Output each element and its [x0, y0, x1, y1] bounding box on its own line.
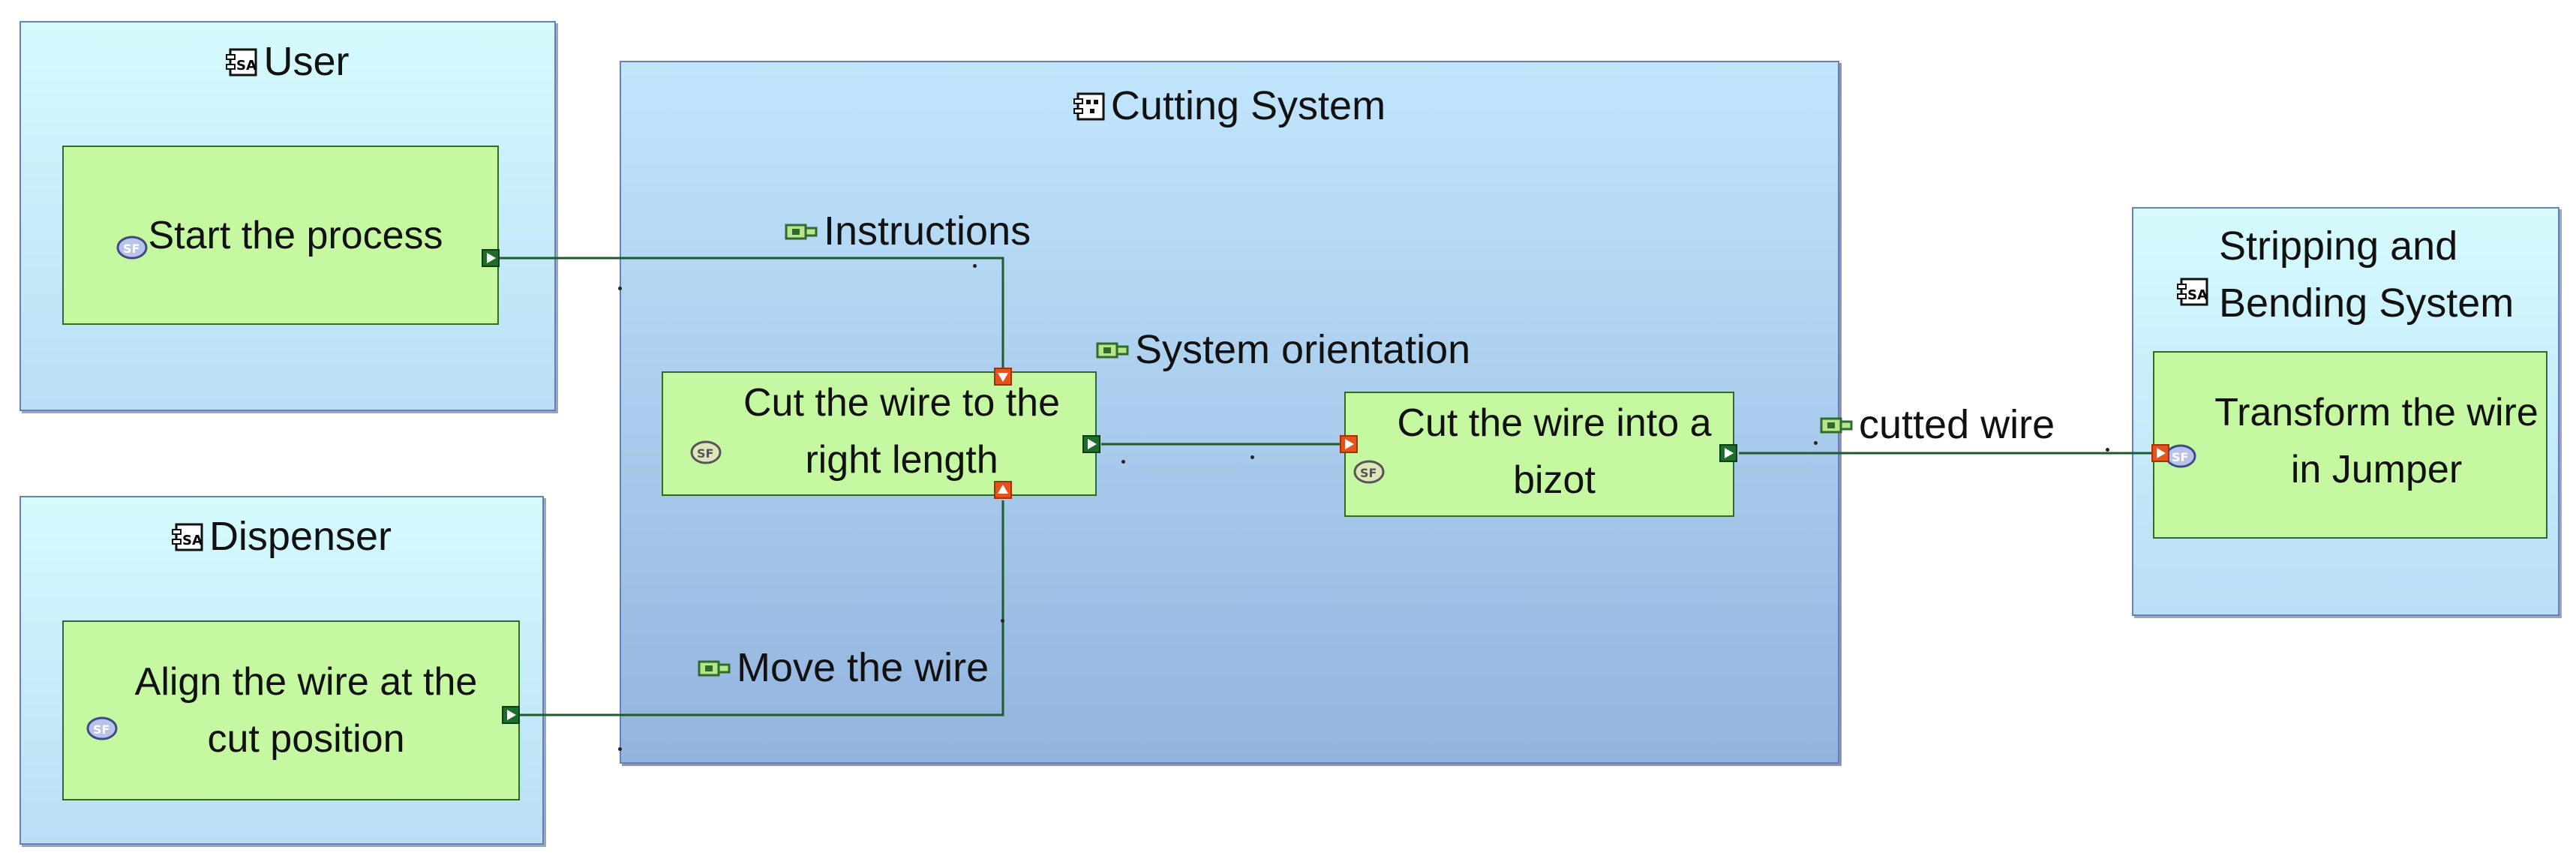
output-port-cut-length[interactable]	[1082, 435, 1100, 453]
functional-exchange-icon	[1820, 398, 1853, 446]
anchor-dot	[1814, 441, 1818, 445]
output-port-bizot[interactable]	[1719, 444, 1737, 462]
svg-text:SF: SF	[93, 722, 110, 737]
svg-text:SF: SF	[697, 446, 713, 461]
function-align-the-wire[interactable]: SF Align the wire at the cut position	[62, 620, 520, 800]
svg-text:SA: SA	[182, 533, 203, 548]
input-port-transform[interactable]	[2151, 444, 2169, 462]
exchange-label-move-the-wire: Move the wire	[698, 641, 989, 692]
anchor-dot	[1250, 455, 1254, 459]
anchor-dot	[618, 287, 622, 290]
function-start-the-process[interactable]: SF Start the process	[62, 146, 499, 325]
output-port-align-wire[interactable]	[502, 706, 520, 724]
system-cutting-title: Cutting System	[621, 77, 1838, 137]
exchange-instructions-text: Instructions	[824, 209, 1031, 254]
system-function-icon: SF	[690, 424, 722, 481]
exchange-move-the-wire-text: Move the wire	[737, 645, 989, 690]
function-cut-wire-bizot-line1: Cut the wire into a	[1397, 401, 1712, 445]
link-instructions	[492, 257, 1004, 368]
actor-dispenser-title: SA Dispenser	[21, 508, 542, 568]
anchor-dot	[618, 747, 622, 751]
anchor-dot	[2106, 448, 2109, 452]
actor-user-title: SA User	[21, 33, 554, 93]
svg-text:SA: SA	[2187, 287, 2208, 303]
function-cut-wire-length-line1: Cut the wire to the	[743, 381, 1060, 425]
actor-stripping-bending-line2: Bending System	[2219, 281, 2514, 326]
functional-exchange-icon	[1096, 323, 1129, 371]
function-transform-the-wire-line1: Transform the wire	[2214, 391, 2538, 434]
system-function-icon: SF	[116, 219, 148, 276]
actor-stripping-bending-title: SA Stripping and Bending System	[2177, 218, 2514, 332]
actor-user[interactable]: SA User SF Start the process	[20, 21, 556, 411]
function-align-the-wire-line1: Align the wire at the	[134, 660, 478, 704]
actor-component-icon: SA	[226, 36, 259, 93]
exchange-label-cutted-wire: cutted wire	[1820, 398, 2055, 449]
system-component-icon	[1073, 80, 1106, 137]
function-transform-the-wire-line2: in Jumper	[2290, 448, 2463, 491]
exchange-label-instructions: Instructions	[785, 204, 1031, 255]
system-function-icon: SF	[2165, 428, 2196, 485]
function-cut-wire-length[interactable]: SF Cut the wire to the right length	[662, 371, 1097, 496]
actor-dispenser-label: Dispenser	[209, 514, 392, 559]
actor-stripping-bending[interactable]: SA Stripping and Bending System SF Trans…	[2132, 207, 2559, 616]
system-function-icon: SF	[1353, 443, 1385, 500]
input-port-bizot[interactable]	[1340, 435, 1358, 453]
functional-exchange-icon	[785, 204, 818, 252]
input-port-move-wire[interactable]	[994, 481, 1012, 499]
anchor-dot	[1121, 460, 1125, 464]
anchor-dot	[973, 264, 977, 268]
actor-component-icon: SA	[2177, 266, 2210, 323]
functional-exchange-icon	[698, 641, 731, 689]
function-align-the-wire-line2: cut position	[207, 717, 405, 761]
exchange-system-orientation-text: System orientation	[1135, 327, 1471, 372]
input-port-instructions[interactable]	[994, 368, 1012, 386]
anchor-dot	[1001, 619, 1004, 623]
actor-stripping-bending-line1: Stripping and	[2219, 224, 2458, 269]
svg-text:SF: SF	[2172, 450, 2188, 464]
actor-component-icon: SA	[171, 511, 205, 568]
link-move-the-wire	[518, 500, 1004, 716]
system-function-icon: SF	[86, 700, 118, 757]
svg-text:SF: SF	[1360, 466, 1377, 480]
actor-dispenser[interactable]: SA Dispenser SF Align the wire at the cu…	[20, 496, 544, 845]
actor-user-label: User	[263, 39, 350, 84]
function-cut-wire-length-line2: right length	[805, 438, 998, 482]
function-start-the-process-label: Start the process	[148, 214, 443, 257]
function-cut-wire-bizot-line2: bizot	[1513, 458, 1596, 502]
svg-text:SA: SA	[236, 58, 257, 74]
svg-text:SF: SF	[123, 242, 140, 256]
system-cutting-label: Cutting System	[1110, 83, 1386, 128]
exchange-label-system-orientation: System orientation	[1096, 323, 1470, 374]
output-port-start-process[interactable]	[482, 249, 500, 267]
exchange-cutted-wire-text: cutted wire	[1859, 402, 2055, 447]
function-transform-the-wire[interactable]: SF Transform the wire in Jumper	[2153, 351, 2547, 539]
